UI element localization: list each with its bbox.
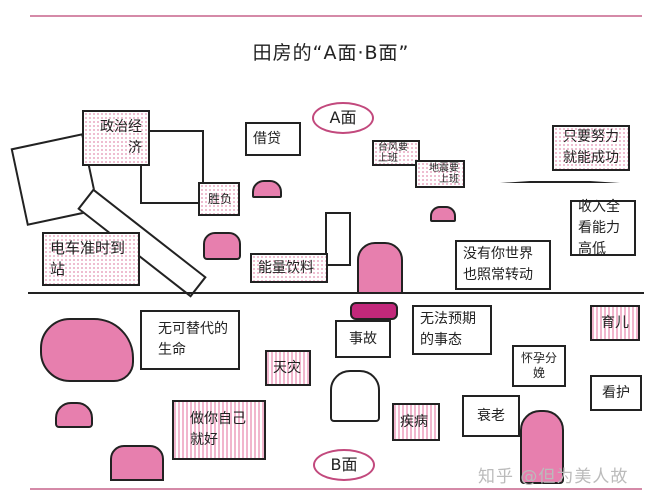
label-income-by-ability: 收入全看能力高低 [570, 199, 636, 257]
label-childcare: 育儿 [590, 305, 640, 341]
a-b-divider [28, 292, 644, 294]
label-politics-economy: 政治经济 [82, 110, 150, 166]
worker-figure-illustration [357, 242, 403, 294]
watermark: 知乎 @但为美人故 [478, 467, 629, 487]
page-title: 田房的“A面·B面” [252, 42, 410, 64]
child-hoodie-illustration [110, 445, 164, 481]
label-train-on-time: 电车准时到站 [42, 232, 140, 286]
elder-figure-illustration [203, 232, 241, 260]
label-work-in-earthquake: 地震要上班 [415, 160, 465, 188]
label-irreplaceable-life: 无可替代的生命 [140, 310, 240, 370]
sleeping-baby-illustration [40, 318, 134, 382]
label-loan: 借贷 [245, 122, 301, 156]
b-side-label: B面 [313, 449, 375, 481]
energy-drink-can-illustration [325, 212, 351, 266]
label-unexpected-events: 无法预期的事态 [412, 305, 492, 355]
label-illness: 疾病 [392, 403, 440, 441]
cheering-man-hair-illustration [252, 180, 282, 198]
label-work-in-typhoon: 台风要上班 [372, 140, 420, 166]
boss-hair-illustration [430, 206, 456, 222]
parliament-building-illustration [140, 130, 204, 204]
label-energy-drink: 能量饮料 [250, 253, 328, 283]
tired-woman-hair-illustration [520, 410, 564, 484]
label-aging: 衰老 [462, 395, 520, 437]
top-rule [30, 15, 642, 17]
hospital-patient-illustration [330, 370, 380, 422]
label-caregiving: 看护 [590, 375, 642, 411]
label-pregnancy-birth: 怀孕分娩 [512, 345, 566, 387]
a-side-label: A面 [312, 102, 374, 134]
label-effort-success: 只要努力就能成功 [552, 125, 630, 171]
bottom-rule [30, 488, 642, 490]
label-accident: 事故 [335, 320, 391, 358]
label-world-keeps-turning: 没有你世界也照常转动 [455, 240, 551, 290]
label-win-lose: 胜负 [198, 182, 240, 216]
champagne-tower-illustration [500, 180, 620, 183]
label-natural-disaster: 天灾 [265, 350, 311, 386]
label-be-yourself: 做你自己就好 [172, 400, 266, 460]
crying-child-hair-illustration [55, 402, 93, 428]
car-illustration [350, 302, 398, 320]
